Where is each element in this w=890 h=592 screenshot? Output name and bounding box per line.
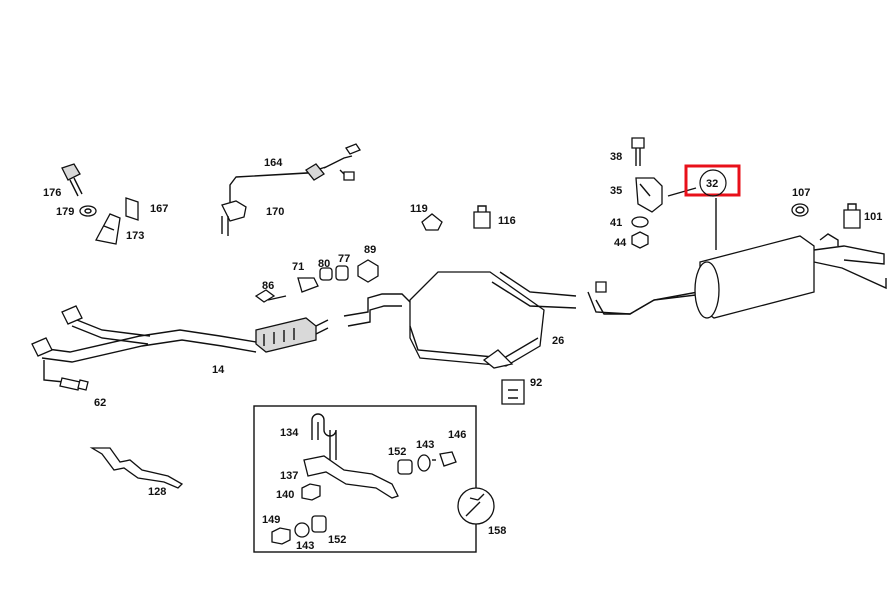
bolt-176[interactable] [61, 163, 83, 197]
bracket-173[interactable] [95, 213, 121, 245]
label-62[interactable]: 62 [94, 397, 106, 409]
oxygen-sensor-164[interactable] [229, 143, 361, 215]
rubber-mount-119[interactable] [421, 213, 443, 231]
rear-muffler-32[interactable] [694, 233, 887, 319]
sleeve-152-top[interactable] [397, 459, 413, 475]
label-71[interactable]: 71 [292, 261, 304, 273]
label-44[interactable]: 44 [614, 237, 627, 249]
label-170[interactable]: 170 [266, 206, 284, 218]
highlight-box [684, 164, 741, 197]
label-80[interactable]: 80 [318, 258, 330, 270]
label-143-top[interactable]: 143 [416, 439, 434, 451]
bolt-38[interactable] [631, 137, 645, 166]
nut-44[interactable] [631, 231, 649, 249]
leader-lines [667, 187, 717, 250]
callout-circle-32 [699, 169, 727, 197]
label-38[interactable]: 38 [610, 151, 622, 163]
wrench-icon[interactable] [457, 487, 495, 525]
catalytic-converter[interactable] [255, 317, 329, 353]
label-86[interactable]: 86 [262, 280, 274, 292]
bracket-137[interactable] [303, 455, 399, 499]
washer-179[interactable] [79, 205, 97, 217]
bolt-146[interactable] [432, 451, 457, 467]
intermediate-pipe[interactable] [587, 281, 705, 315]
label-164[interactable]: 164 [264, 157, 283, 169]
sleeve-80[interactable] [319, 267, 333, 281]
washer-143-bottom[interactable] [294, 522, 310, 538]
label-32[interactable]: 32 [706, 178, 718, 190]
label-173[interactable]: 173 [126, 230, 144, 242]
label-128[interactable]: 128 [148, 486, 166, 498]
label-179[interactable]: 179 [56, 206, 74, 218]
clip-167[interactable] [125, 197, 139, 221]
clamp-71[interactable] [297, 277, 319, 293]
label-167[interactable]: 167 [150, 203, 168, 215]
part-labels: 176 179 167 173 164 170 119 116 38 35 41… [43, 151, 882, 552]
mount-92[interactable] [501, 379, 525, 405]
washer-41[interactable] [631, 216, 649, 228]
bolt-86[interactable] [254, 289, 287, 303]
label-176[interactable]: 176 [43, 187, 61, 199]
label-35[interactable]: 35 [610, 185, 622, 197]
rubber-mount-101[interactable] [843, 203, 861, 229]
label-146[interactable]: 146 [448, 429, 466, 441]
hardware-inset-box [253, 405, 477, 553]
label-116[interactable]: 116 [498, 215, 516, 227]
label-107[interactable]: 107 [792, 187, 810, 199]
ring-107[interactable] [791, 203, 809, 217]
label-140[interactable]: 140 [276, 489, 294, 501]
bolt-62[interactable] [43, 360, 89, 391]
sleeve-152-bottom[interactable] [311, 515, 327, 533]
label-26[interactable]: 26 [552, 335, 564, 347]
label-152-top[interactable]: 152 [388, 446, 406, 458]
center-muffler-26[interactable] [343, 271, 577, 369]
label-101[interactable]: 101 [864, 211, 882, 223]
clamp-35[interactable] [635, 177, 663, 213]
label-152-bottom[interactable]: 152 [328, 534, 346, 546]
label-143-bottom[interactable]: 143 [296, 540, 314, 552]
label-134[interactable]: 134 [280, 427, 299, 439]
front-pipe-14[interactable] [31, 305, 257, 363]
u-bolt-134[interactable] [311, 413, 337, 460]
washer-143-top[interactable] [417, 454, 431, 472]
rubber-mount-116[interactable] [473, 205, 491, 229]
label-77[interactable]: 77 [338, 253, 350, 265]
label-149[interactable]: 149 [262, 514, 280, 526]
nut-149[interactable] [271, 527, 291, 545]
label-41[interactable]: 41 [610, 217, 622, 229]
label-14[interactable]: 14 [212, 364, 225, 376]
nut-89[interactable] [357, 259, 379, 283]
sensor-tip-170[interactable] [221, 200, 247, 236]
label-89[interactable]: 89 [364, 244, 376, 256]
label-119[interactable]: 119 [410, 203, 428, 215]
bracket-128[interactable] [89, 447, 184, 489]
nut-140[interactable] [301, 483, 321, 501]
label-92[interactable]: 92 [530, 377, 542, 389]
label-137[interactable]: 137 [280, 470, 298, 482]
label-158[interactable]: 158 [488, 525, 506, 537]
sleeve-77[interactable] [335, 265, 349, 281]
